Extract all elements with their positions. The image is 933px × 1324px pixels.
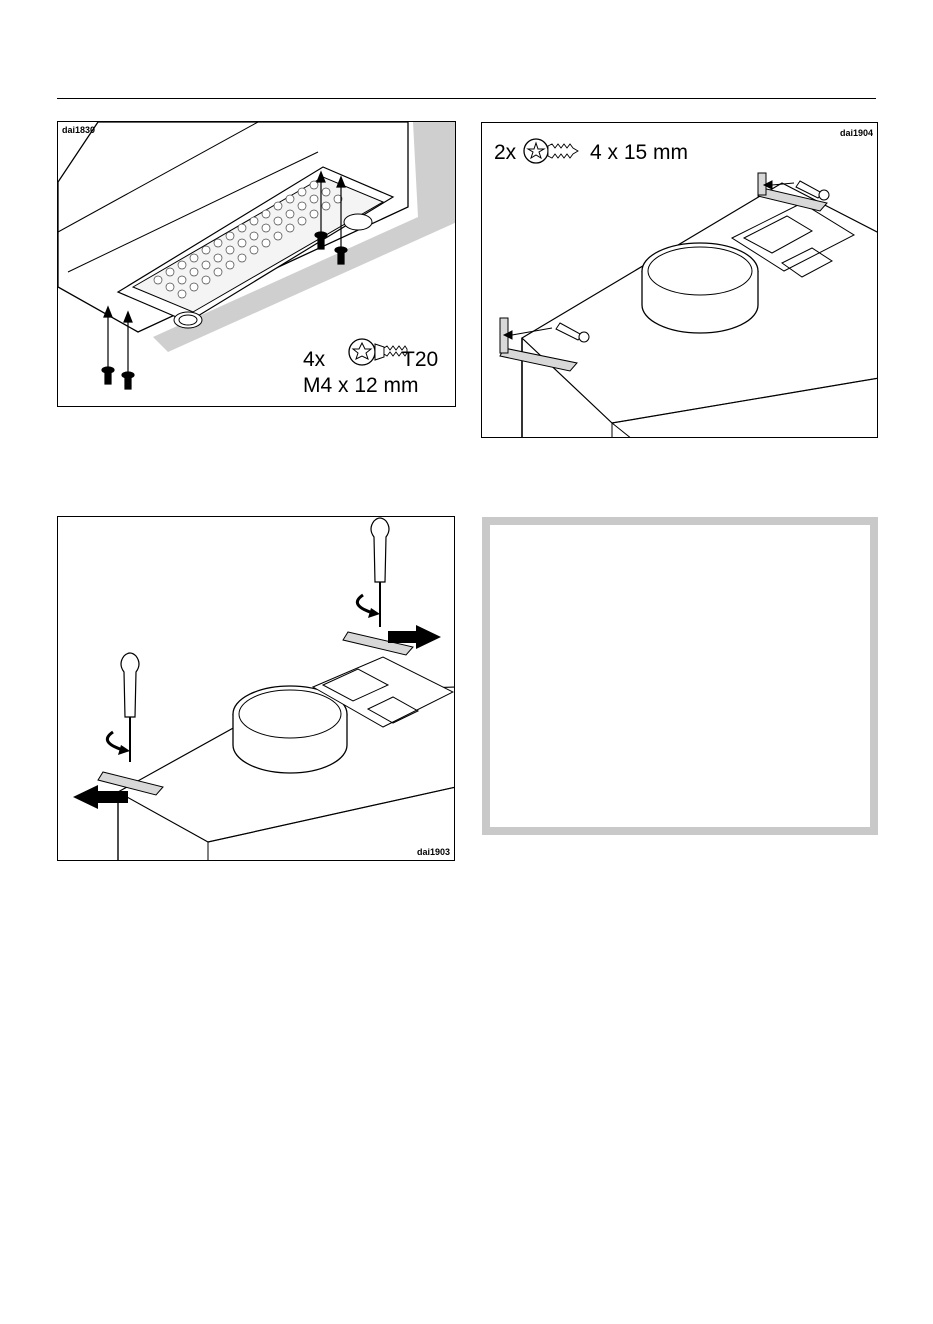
figure-code: dai1903 [417, 847, 450, 857]
hood-top-bracket-illustration [482, 123, 878, 438]
screw-quantity: 2x [494, 140, 516, 166]
countersunk-screw-icon [349, 339, 407, 365]
pan-head-screw-icon [524, 139, 578, 163]
figure-code: dai1830 [62, 125, 95, 135]
screwdriver-tightening-illustration [58, 517, 455, 861]
note-box [482, 517, 878, 835]
screw-drive-type: T20 [402, 347, 438, 373]
hood-underside-illustration [58, 122, 456, 407]
figure-bracket-screws: dai1904 2x 4 x 15 mm [481, 122, 878, 438]
figure-underside-screws: dai1830 4x T20 M4 x 12 mm [57, 121, 456, 407]
screw-size: 4 x 15 mm [590, 140, 688, 166]
figure-code: dai1904 [840, 128, 873, 138]
screw-quantity: 4x [303, 347, 325, 373]
screw-size: M4 x 12 mm [303, 373, 419, 399]
figure-tighten-screws: dai1903 [57, 516, 455, 861]
header-rule [57, 98, 876, 99]
